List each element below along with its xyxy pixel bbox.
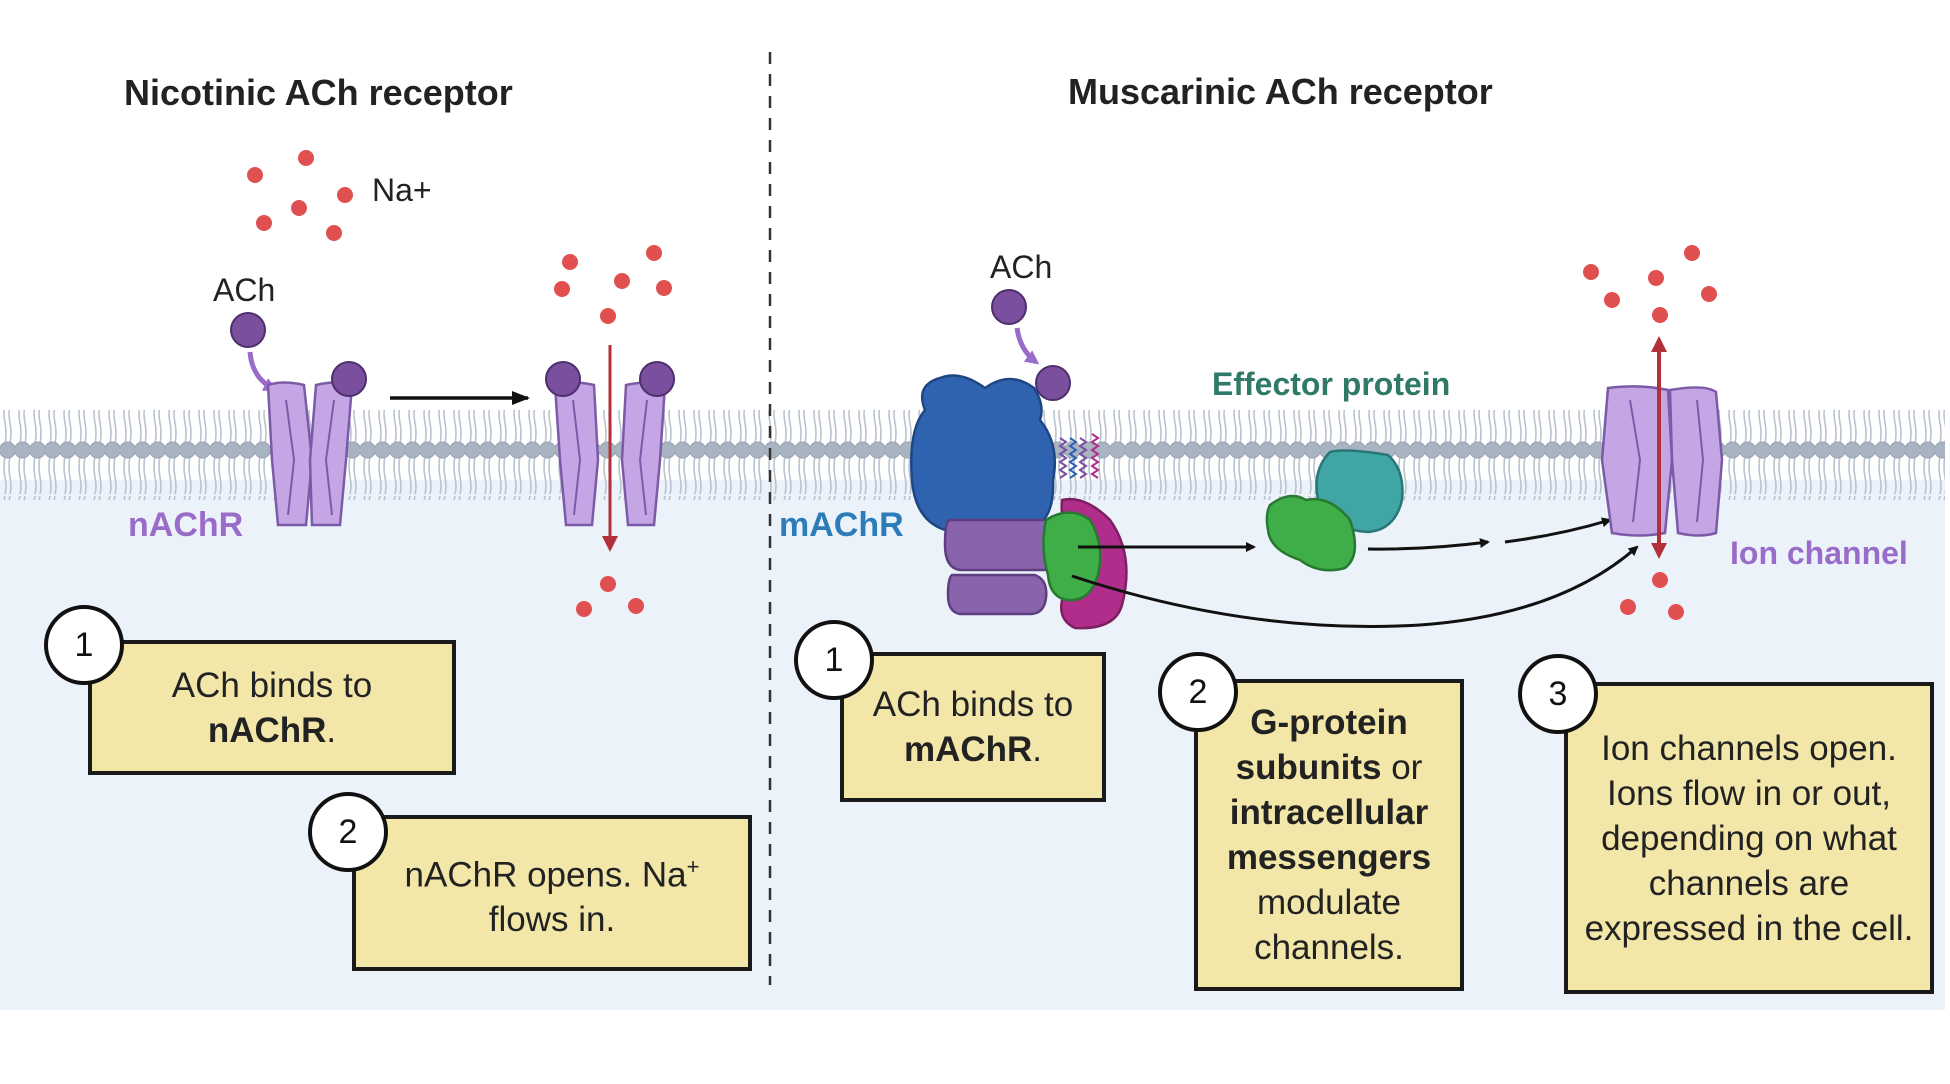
nicotinic-title: Nicotinic ACh receptor bbox=[124, 72, 513, 113]
step-text: modulate channels. bbox=[1254, 883, 1404, 967]
step-text: . bbox=[326, 710, 337, 750]
sodium-ions-intracellular bbox=[576, 576, 644, 617]
nachr-open bbox=[545, 361, 675, 527]
effector-to-channel-arrow-2 bbox=[1504, 517, 1612, 544]
ach-label-muscarinic: ACh bbox=[990, 249, 1053, 285]
step-text: ACh binds to bbox=[171, 665, 373, 705]
ach-bound-machr bbox=[1035, 365, 1071, 401]
ion-channel-label: Ion channel bbox=[1730, 535, 1908, 571]
ach-binding-arrow-muscarinic bbox=[1014, 327, 1040, 365]
step-number-muscarinic-1: 1 bbox=[794, 620, 874, 700]
sodium-ions-extracellular bbox=[247, 150, 353, 241]
step-text: . bbox=[1032, 730, 1043, 769]
step-box-muscarinic-1: ACh binds to mAChR. bbox=[840, 652, 1106, 802]
step-text-bold: nAChR bbox=[207, 710, 327, 750]
lipid-anchors bbox=[1058, 433, 1100, 479]
machr-receptor bbox=[910, 374, 1057, 532]
ach-label-nicotinic: ACh bbox=[213, 272, 276, 308]
sodium-ions-near-channel bbox=[554, 245, 672, 324]
step-number-muscarinic-2: 2 bbox=[1158, 652, 1238, 732]
step-box-nicotinic-1: ACh binds to nAChR. bbox=[88, 640, 456, 775]
g-protein-complex bbox=[943, 497, 1128, 630]
ion-channel bbox=[1600, 385, 1724, 537]
step-box-muscarinic-3: Ion channels open. Ions flow in or out, … bbox=[1564, 682, 1934, 994]
step-text: flows in. bbox=[488, 900, 616, 940]
step-text: nAChR opens. Na bbox=[404, 855, 687, 895]
step-text: Ion channels open. Ions flow in or out, … bbox=[1584, 728, 1914, 948]
gprotein-direct-channel-arrow bbox=[1071, 545, 1639, 628]
step-text: or bbox=[1381, 748, 1423, 787]
step-box-muscarinic-2: G-protein subunits or intracellular mess… bbox=[1194, 679, 1464, 991]
sodium-label: Na+ bbox=[372, 172, 432, 208]
ions-intracellular-muscarinic bbox=[1620, 572, 1684, 620]
effector-protein-label: Effector protein bbox=[1212, 366, 1451, 402]
ions-extracellular-muscarinic bbox=[1583, 245, 1717, 323]
step-text-bold: G-protein subunits bbox=[1235, 703, 1408, 787]
step-text-bold: mAChR bbox=[903, 730, 1033, 769]
step-text-superscript: + bbox=[686, 853, 700, 879]
step-box-nicotinic-2: nAChR opens. Na+ flows in. bbox=[352, 815, 752, 971]
step-text-bold: intracellular messengers bbox=[1226, 793, 1432, 877]
effector-protein bbox=[1265, 449, 1404, 572]
ach-molecule-free bbox=[230, 312, 266, 348]
step-text: ACh binds to bbox=[872, 685, 1074, 724]
step-number-nicotinic-2: 2 bbox=[308, 792, 388, 872]
nachr-label: nAChR bbox=[128, 506, 244, 544]
effector-to-channel-arrow-1 bbox=[1367, 538, 1490, 551]
muscarinic-title: Muscarinic ACh receptor bbox=[1068, 71, 1493, 112]
machr-label: mAChR bbox=[779, 506, 904, 544]
step-number-nicotinic-1: 1 bbox=[44, 605, 124, 685]
nachr-closed bbox=[266, 361, 367, 527]
step-number-muscarinic-3: 3 bbox=[1518, 654, 1598, 734]
ach-molecule-free-muscarinic bbox=[991, 289, 1027, 325]
